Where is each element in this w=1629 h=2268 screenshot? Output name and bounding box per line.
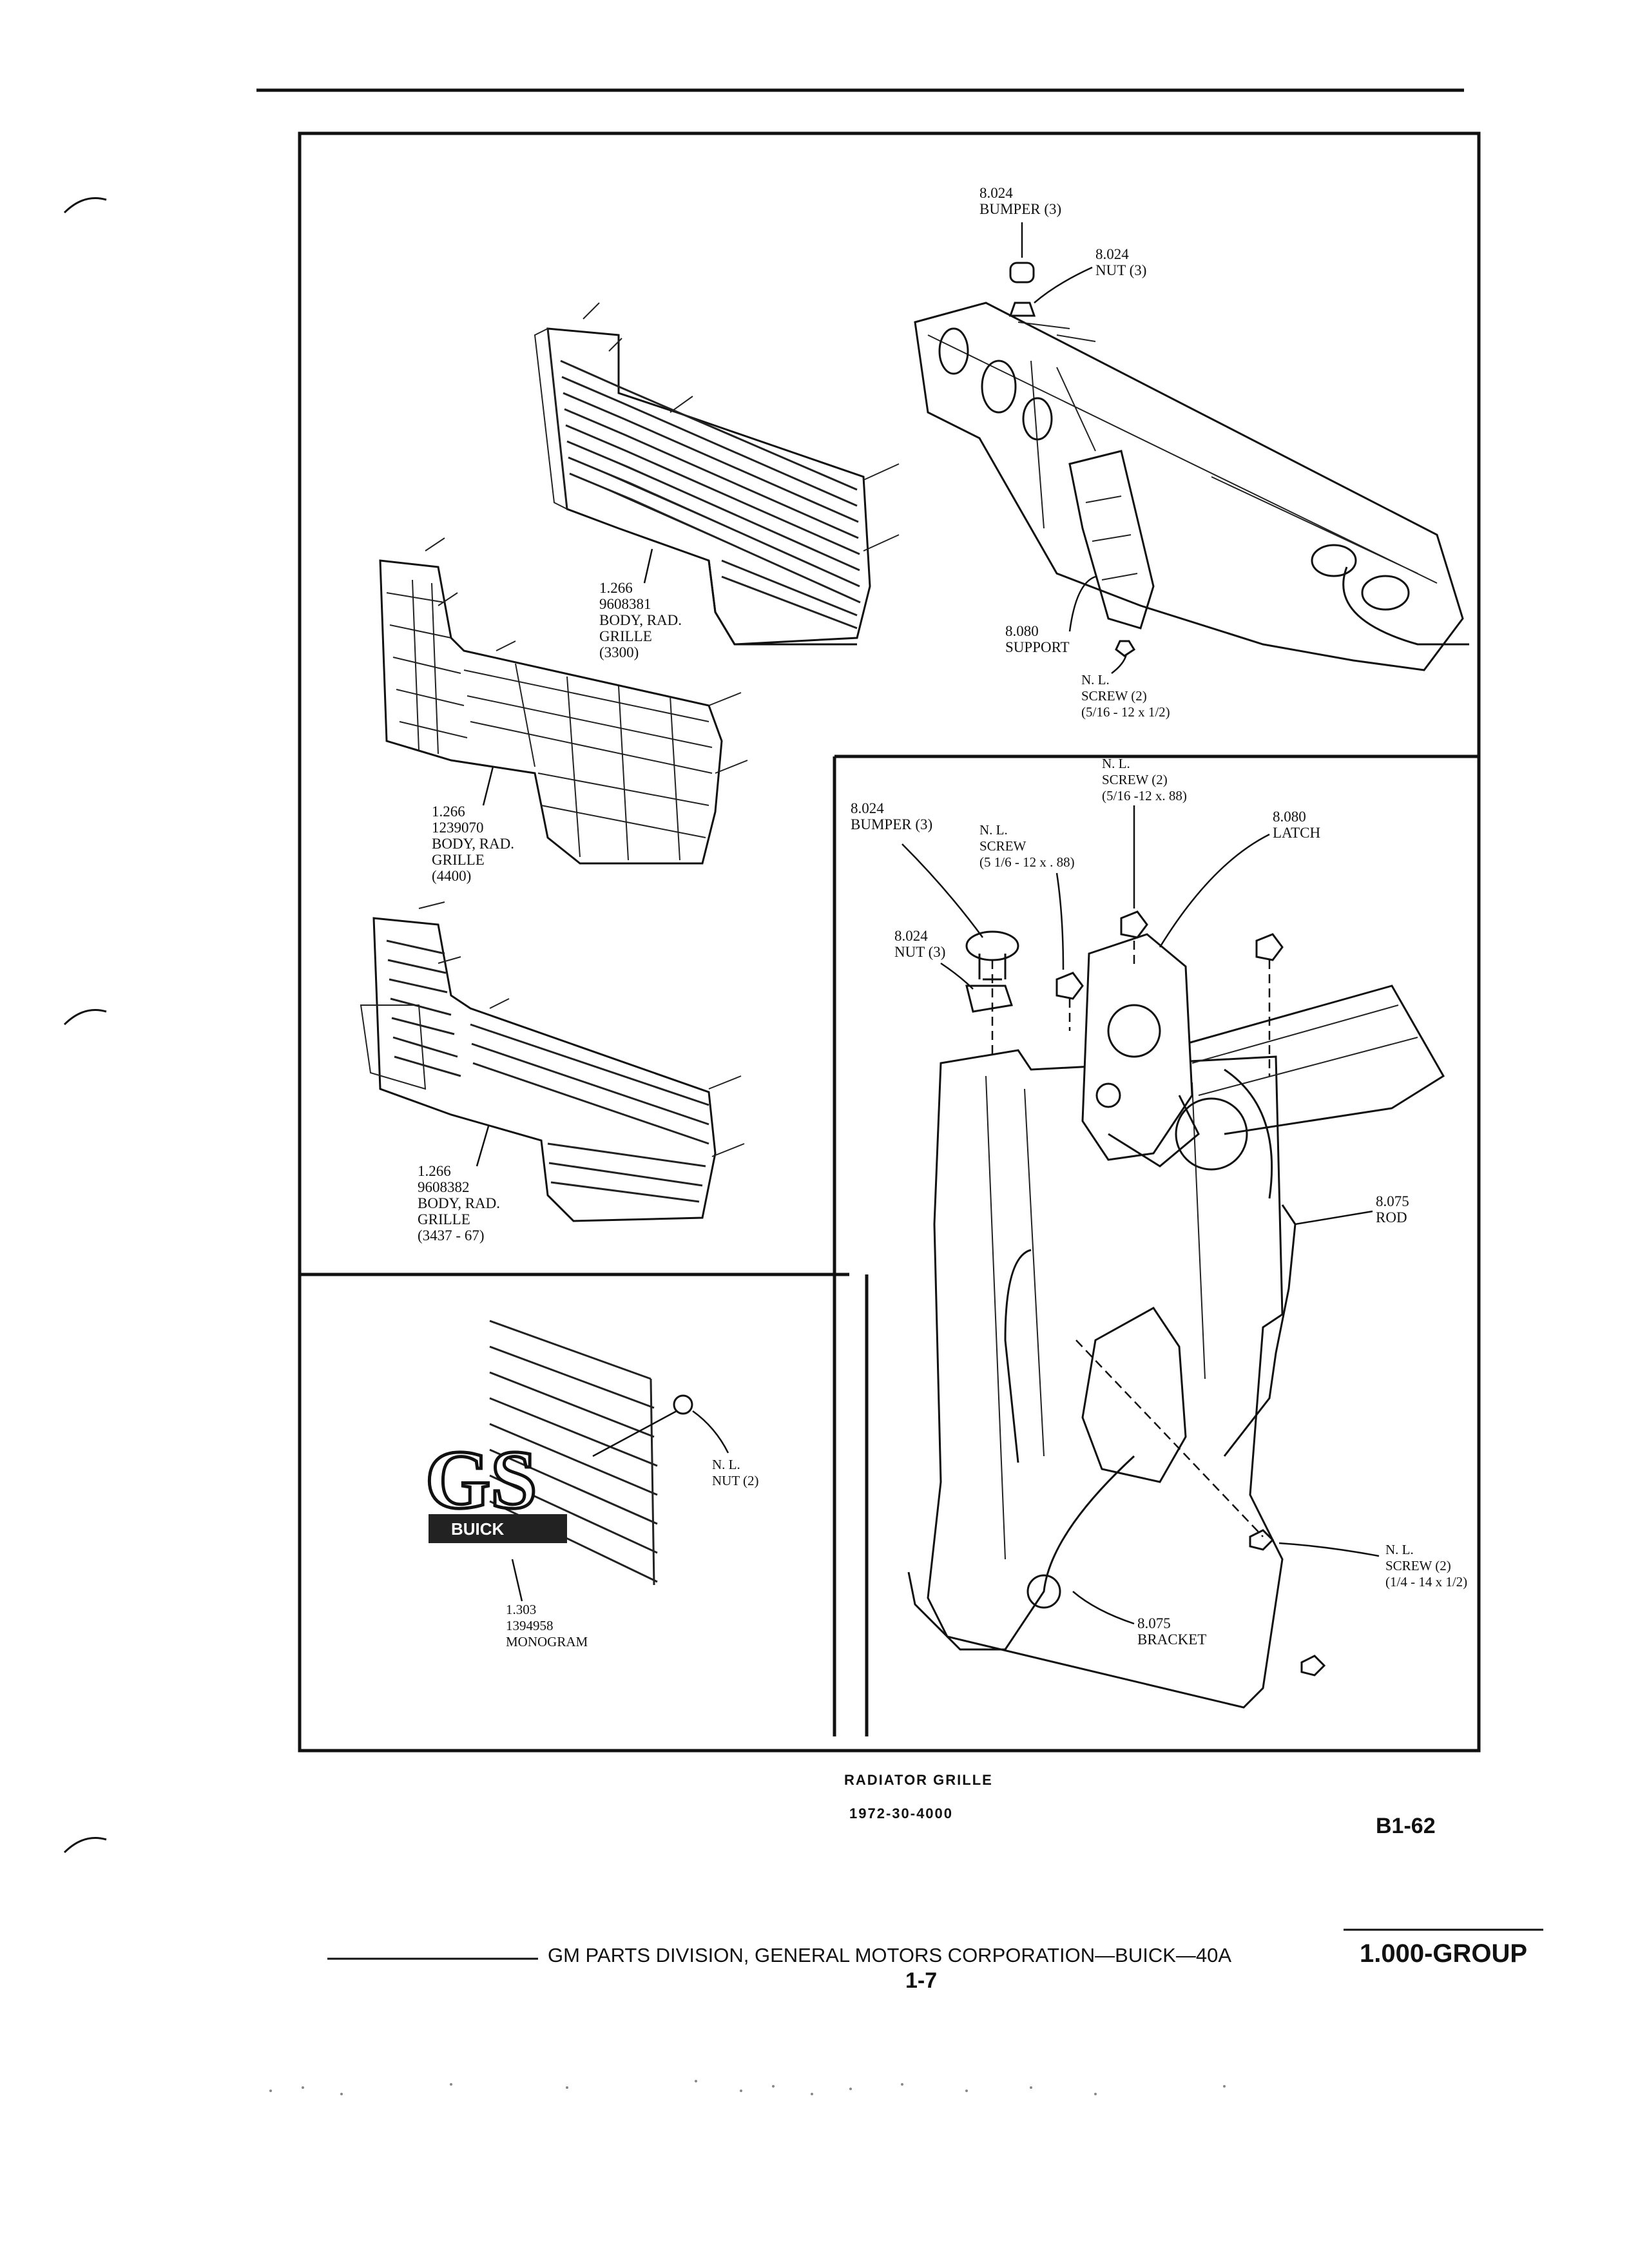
diagram-title: RADIATOR GRILLE <box>844 1772 993 1788</box>
latch-nut-icon <box>965 985 1013 1013</box>
gs-emblem-letters: GS <box>425 1434 537 1526</box>
footer-page-number: 1-7 <box>905 1968 937 1993</box>
monogram-nut-callout: N. L.NUT (2) <box>712 1457 759 1488</box>
bracket-part-icon <box>1081 1307 1187 1483</box>
margin-mark <box>63 197 107 214</box>
monogram-nut-icon <box>673 1394 693 1415</box>
grille-3300-drawing <box>534 302 900 646</box>
footer-group: 1.000-GROUP <box>1360 1939 1527 1968</box>
diagram-code: 1972-30-4000 <box>849 1805 953 1821</box>
scan-noise <box>269 2080 1226 2095</box>
bracket-screw-icon <box>1249 1529 1275 1551</box>
latch-bumper-icon <box>965 930 1019 961</box>
latch-screw-left-callout: N. L.SCREW(5 1/6 - 12 x . 88) <box>979 822 1075 870</box>
latch-part-icon <box>1081 933 1193 1161</box>
nut-part-icon <box>1008 302 1036 317</box>
screw-part-icon <box>1115 640 1136 657</box>
latch-screw-top-callout: N. L.SCREW (2)(5/16 -12 x. 88) <box>1102 756 1187 803</box>
radiator-support-drawing <box>914 302 1469 671</box>
panel-frames <box>298 131 1481 1753</box>
grille-4400-drawing <box>379 537 748 865</box>
footer-text: GM PARTS DIVISION, GENERAL MOTORS CORPOR… <box>548 1944 1231 1966</box>
top-screw-callout: N. L.SCREW (2)(5/16 - 12 x 1/2) <box>1081 672 1170 720</box>
page-code: B1-62 <box>1376 1814 1436 1838</box>
margin-mark <box>63 1009 107 1026</box>
monogram-panel-frame <box>300 1273 869 1736</box>
latch-panel-frame <box>833 754 1479 1736</box>
main-panel-frame <box>298 131 1481 1753</box>
margin-mark <box>63 1837 107 1854</box>
bracket-screw-callout: N. L.SCREW (2)(1/4 - 14 x 1/2) <box>1385 1542 1467 1590</box>
monogram-badge-text: BUICK <box>451 1519 505 1539</box>
bumper-part-icon <box>1008 262 1036 317</box>
monogram-drawing: GS BUICK <box>424 1320 693 1586</box>
grille-3437-drawing <box>360 901 745 1222</box>
latch-screw-icon <box>1055 972 1084 1000</box>
latch-assembly-drawing <box>907 910 1445 1709</box>
